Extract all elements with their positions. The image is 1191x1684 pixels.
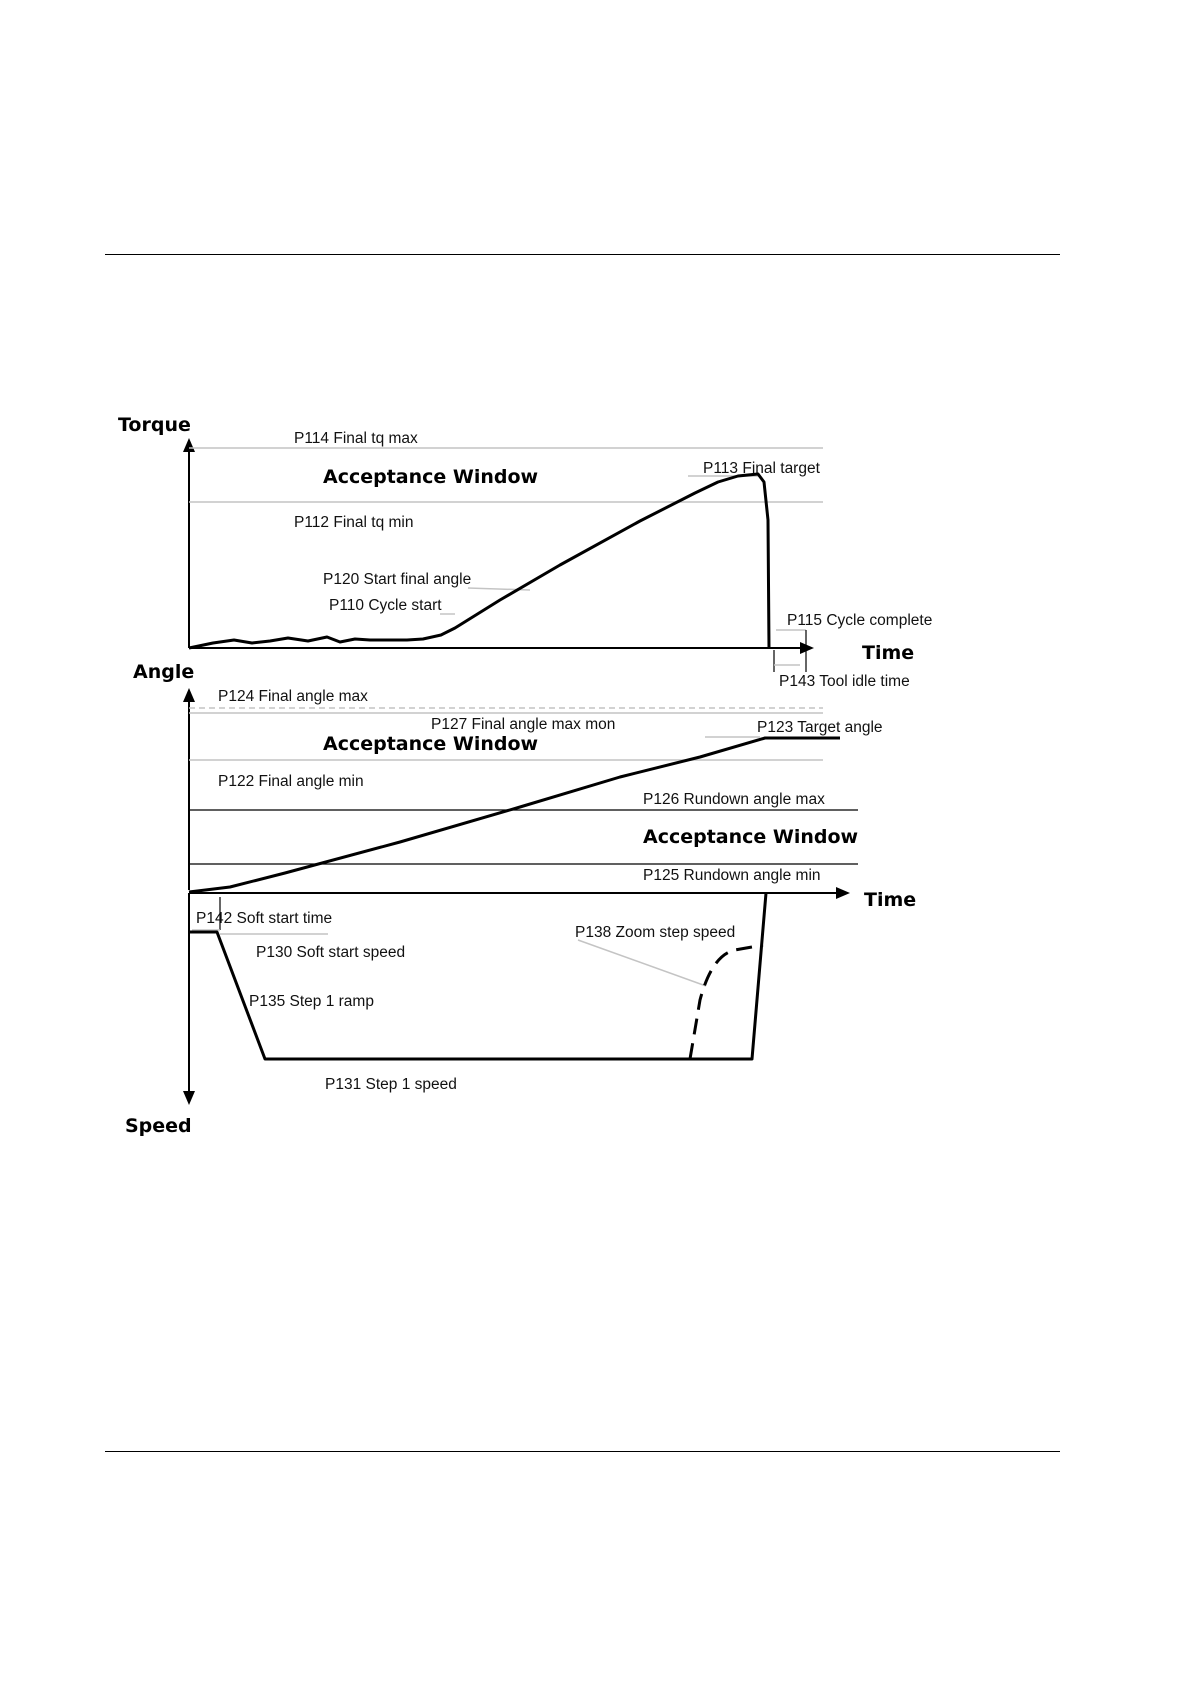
angle-acceptance-window: Acceptance Window: [323, 733, 538, 755]
label-p124: P124 Final angle max: [218, 688, 368, 705]
footer-rule: [105, 1451, 1060, 1452]
label-p125: P125 Rundown angle min: [643, 867, 821, 884]
label-p113: P113 Final target: [703, 460, 821, 477]
label-p114: P114 Final tq max: [294, 430, 418, 447]
angle-axis-arrowhead: [183, 688, 195, 702]
label-p127: P127 Final angle max mon: [431, 716, 615, 733]
zoom-step-speed-curve: [688, 943, 764, 1060]
label-p120: P120 Start final angle: [323, 571, 471, 588]
angle-section: Angle P124 Final angle max P127 Final an…: [133, 661, 916, 911]
speed-section: Speed P142 Soft start time P130 Soft sta…: [125, 892, 768, 1137]
torque-acceptance-window: Acceptance Window: [323, 466, 538, 488]
speed-axis-arrowhead: [183, 1091, 195, 1105]
label-p131: P131 Step 1 speed: [325, 1076, 457, 1093]
time-axis-top-arrowhead: [800, 642, 814, 654]
label-p135: P135 Step 1 ramp: [249, 993, 374, 1010]
label-p126: P126 Rundown angle max: [643, 791, 825, 808]
torque-axis-arrowhead: [183, 438, 195, 452]
torque-section: Torque P114 Final tq max Acceptance Wind…: [118, 414, 932, 690]
speed-curve: [189, 892, 768, 1061]
torque-curve: [188, 472, 771, 650]
label-p110: P110 Cycle start: [329, 597, 442, 614]
time-axis-top-title: Time: [862, 642, 914, 664]
label-p143: P143 Tool idle time: [779, 673, 910, 690]
angle-axis-title: Angle: [133, 661, 194, 683]
label-p115: P115 Cycle complete: [787, 612, 932, 629]
label-p123: P123 Target angle: [757, 719, 883, 736]
rundown-acceptance-window: Acceptance Window: [643, 826, 858, 848]
angle-curve: [188, 736, 840, 894]
p138-leader: [577, 939, 707, 987]
torque-axis-title: Torque: [118, 414, 191, 436]
label-p142: P142 Soft start time: [196, 910, 332, 927]
label-p138: P138 Zoom step speed: [575, 924, 735, 941]
label-p112: P112 Final tq min: [294, 514, 413, 531]
label-p130: P130 Soft start speed: [256, 944, 405, 961]
label-p122: P122 Final angle min: [218, 773, 364, 790]
speed-axis-title: Speed: [125, 1115, 192, 1137]
time-axis-bottom-title: Time: [864, 889, 916, 911]
header-rule: [105, 254, 1060, 255]
time-axis-bottom-arrowhead: [836, 887, 850, 899]
